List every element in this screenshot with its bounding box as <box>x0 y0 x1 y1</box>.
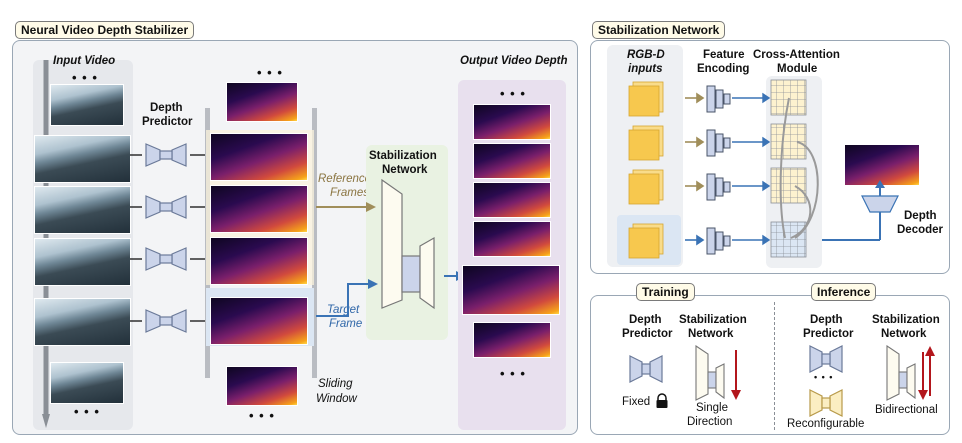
output-frame-5 <box>473 322 551 358</box>
train-network-icon <box>695 344 741 401</box>
cross-attention-label-line2: Module <box>777 63 818 75</box>
train-stab-network-line2: Network <box>688 328 734 340</box>
infer-depth-predictor-line2: Predictor <box>803 328 854 340</box>
sliding-window-label-line2: Window <box>316 393 357 405</box>
reference-frames-label-line2: Frames <box>330 187 369 199</box>
output-frame-3 <box>473 221 551 257</box>
single-direction-line2: Direction <box>687 416 733 428</box>
ellipsis-bottom-output: • • • <box>500 366 526 381</box>
target-frame-label-line2: Frame <box>329 318 363 330</box>
train-depth-predictor-line1: Depth <box>629 314 662 326</box>
inference-tab: Inference <box>811 283 877 301</box>
cross-attention-label-line1: Cross-Attention <box>753 49 840 61</box>
input-frame-4 <box>34 298 131 346</box>
panel-divider <box>774 302 775 430</box>
encoder-icon <box>145 143 187 167</box>
single-direction-line1: Single <box>696 402 728 414</box>
rgbd-inputs-label-line2: inputs <box>628 63 663 75</box>
stabilization-network-icon <box>381 178 435 310</box>
ellipsis-top-depth: • • • <box>257 65 283 80</box>
encoder-icon <box>145 247 187 271</box>
infer-stab-network-line1: Stabilization <box>872 314 940 326</box>
infer-network-icon <box>886 344 935 401</box>
encoder-icon <box>706 173 731 201</box>
depth-frame-4 <box>210 297 308 345</box>
training-tab: Training <box>636 283 695 301</box>
output-frame-target <box>462 265 560 315</box>
infer-predictor-icons <box>809 345 843 417</box>
encoder-icon <box>145 309 187 333</box>
lock-icon <box>656 393 668 408</box>
input-frame-2 <box>34 186 131 234</box>
encoder-icon <box>706 85 731 113</box>
depth-predictor-label-line1: Depth <box>150 102 183 114</box>
input-frame-5 <box>50 362 124 404</box>
input-frame-0 <box>50 84 124 126</box>
depth-decoder-label-line1: Depth <box>904 210 937 222</box>
input-video-label: Input Video <box>53 55 116 67</box>
feature-encoding-label-line1: Feature <box>703 49 745 61</box>
stabilization-network-label-line2: Network <box>382 164 428 176</box>
grid-icon <box>770 79 807 258</box>
encoder-icon <box>145 195 187 219</box>
rgbd-input-squares <box>628 81 664 259</box>
encoder-icon <box>706 129 731 157</box>
output-frame-0 <box>473 104 551 140</box>
feature-encoders <box>685 79 819 258</box>
ellipsis-reconfig: • • • <box>814 372 834 382</box>
output-frame-2 <box>473 182 551 218</box>
output-video-depth-label: Output Video Depth <box>460 55 568 67</box>
depth-predictor-icons <box>130 143 214 333</box>
infer-stab-network-line2: Network <box>881 328 927 340</box>
feature-encoding-label-line2: Encoding <box>697 63 750 75</box>
ellipsis-bottom-depth: • • • <box>249 408 275 423</box>
train-depth-predictor-line2: Predictor <box>622 328 673 340</box>
depth-decoder-label-line2: Decoder <box>897 224 944 236</box>
depth-frame-5 <box>226 366 298 406</box>
stabilization-network-label-line1: Stabilization <box>369 150 437 162</box>
depth-predictor-label-line2: Predictor <box>142 116 193 128</box>
depth-frame-0 <box>226 82 298 122</box>
depth-frame-3 <box>210 237 308 285</box>
encoder-icon <box>706 227 731 255</box>
target-arrow <box>316 279 378 317</box>
decoded-depth-image <box>844 144 920 186</box>
decoder-icon <box>822 180 899 241</box>
sliding-window-label-line1: Sliding <box>318 378 353 390</box>
train-stab-network-line1: Stabilization <box>679 314 747 326</box>
infer-depth-predictor-line1: Depth <box>810 314 843 326</box>
ellipsis-top-output: • • • <box>500 86 526 101</box>
input-frame-1 <box>34 135 131 183</box>
reference-frames-label-line1: Reference <box>318 173 372 185</box>
bidirectional-label: Bidirectional <box>875 404 938 416</box>
reconfigurable-label: Reconfigurable <box>787 418 865 430</box>
target-frame-label-line1: Target <box>327 304 360 316</box>
fixed-label: Fixed <box>622 396 651 408</box>
input-frame-3 <box>34 238 131 286</box>
rgbd-inputs-label-line1: RGB-D <box>627 49 665 61</box>
ellipsis-bottom-input: • • • <box>74 404 100 419</box>
output-frame-1 <box>473 143 551 179</box>
panel-title-stabilizer: Neural Video Depth Stabilizer <box>15 21 195 39</box>
reference-arrow <box>316 202 376 212</box>
depth-frame-2 <box>210 185 308 233</box>
train-predictor-icon <box>629 355 663 383</box>
depth-frame-1 <box>210 133 308 181</box>
ellipsis-top-input: • • • <box>72 70 98 85</box>
panel-title-network: Stabilization Network <box>592 21 726 39</box>
